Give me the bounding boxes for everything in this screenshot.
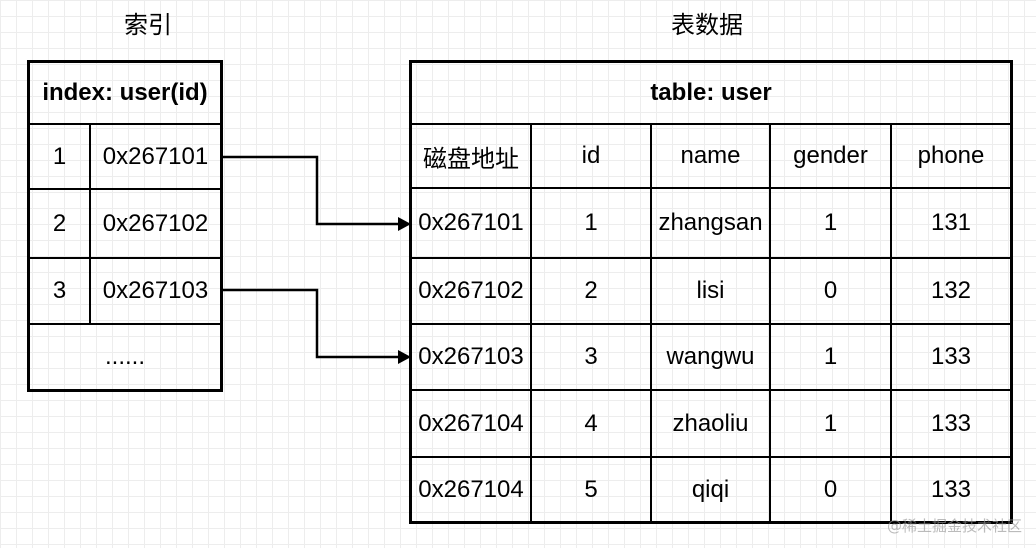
arrow-connector [221, 155, 398, 226]
index-divider [29, 188, 221, 190]
index-header: index: user(id) [42, 79, 208, 106]
index-divider [29, 123, 221, 125]
index-ellipsis: ...... [104, 343, 145, 370]
table-divider [411, 123, 1011, 125]
index-address-cell: 0x267101 [102, 142, 209, 170]
table-cell: 1 [823, 409, 838, 437]
table-cell: 2 [584, 277, 598, 304]
column-header: name [680, 142, 741, 169]
column-header: 磁盘地址 [423, 144, 519, 173]
index-address-cell: 0x267103 [102, 277, 209, 304]
table-cell: 0x267104 [418, 475, 524, 503]
table-cell: lisi [696, 277, 725, 304]
table-cell: 1 [823, 343, 838, 370]
index-address-cell: 0x267102 [102, 209, 209, 237]
table-divider [890, 124, 892, 522]
index-key-cell: 3 [52, 277, 67, 304]
table-cell: 0x267102 [418, 277, 524, 304]
index-key-cell: 1 [52, 142, 67, 170]
table-cell: 0x267101 [418, 209, 524, 236]
index-key-cell: 2 [52, 209, 67, 237]
table-cell: 4 [584, 409, 598, 437]
table-header: table: user [650, 79, 772, 106]
table-divider [411, 187, 1011, 189]
arrow-connector [221, 288, 398, 359]
table-cell: zhangsan [658, 209, 763, 236]
table-cell: 0 [823, 277, 838, 304]
table-cell: zhaoliu [672, 409, 749, 437]
table-divider [411, 389, 1011, 391]
table-cell: 133 [930, 343, 972, 370]
index-divider [89, 124, 91, 324]
table-cell: 1 [823, 209, 838, 236]
table-cell: 3 [584, 343, 598, 370]
table-cell: qiqi [691, 475, 730, 503]
index-divider [29, 323, 221, 325]
column-header: phone [917, 142, 985, 169]
table-cell: 133 [930, 475, 972, 503]
arrow-head [398, 217, 411, 231]
table-cell: 132 [930, 277, 972, 304]
column-header: id [581, 142, 601, 169]
table-title: 表数据 [671, 11, 743, 39]
table-divider [530, 124, 532, 522]
table-divider [769, 124, 771, 522]
watermark: @稀土掘金技术社区 [886, 517, 1022, 535]
column-header: gender [793, 142, 868, 169]
table-cell: 0x267103 [418, 343, 524, 370]
table-cell: 133 [930, 409, 972, 437]
index-title: 索引 [124, 11, 172, 39]
table-divider [411, 456, 1011, 458]
table-cell: wangwu [666, 343, 755, 370]
table-divider [411, 323, 1011, 325]
arrow-head [398, 350, 411, 364]
table-cell: 5 [584, 475, 598, 503]
table-cell: 0 [823, 475, 838, 503]
index-divider [29, 257, 221, 259]
table-divider [650, 124, 652, 522]
table-divider [411, 257, 1011, 259]
table-cell: 1 [584, 209, 598, 236]
table-cell: 131 [930, 209, 972, 236]
table-cell: 0x267104 [418, 409, 524, 437]
